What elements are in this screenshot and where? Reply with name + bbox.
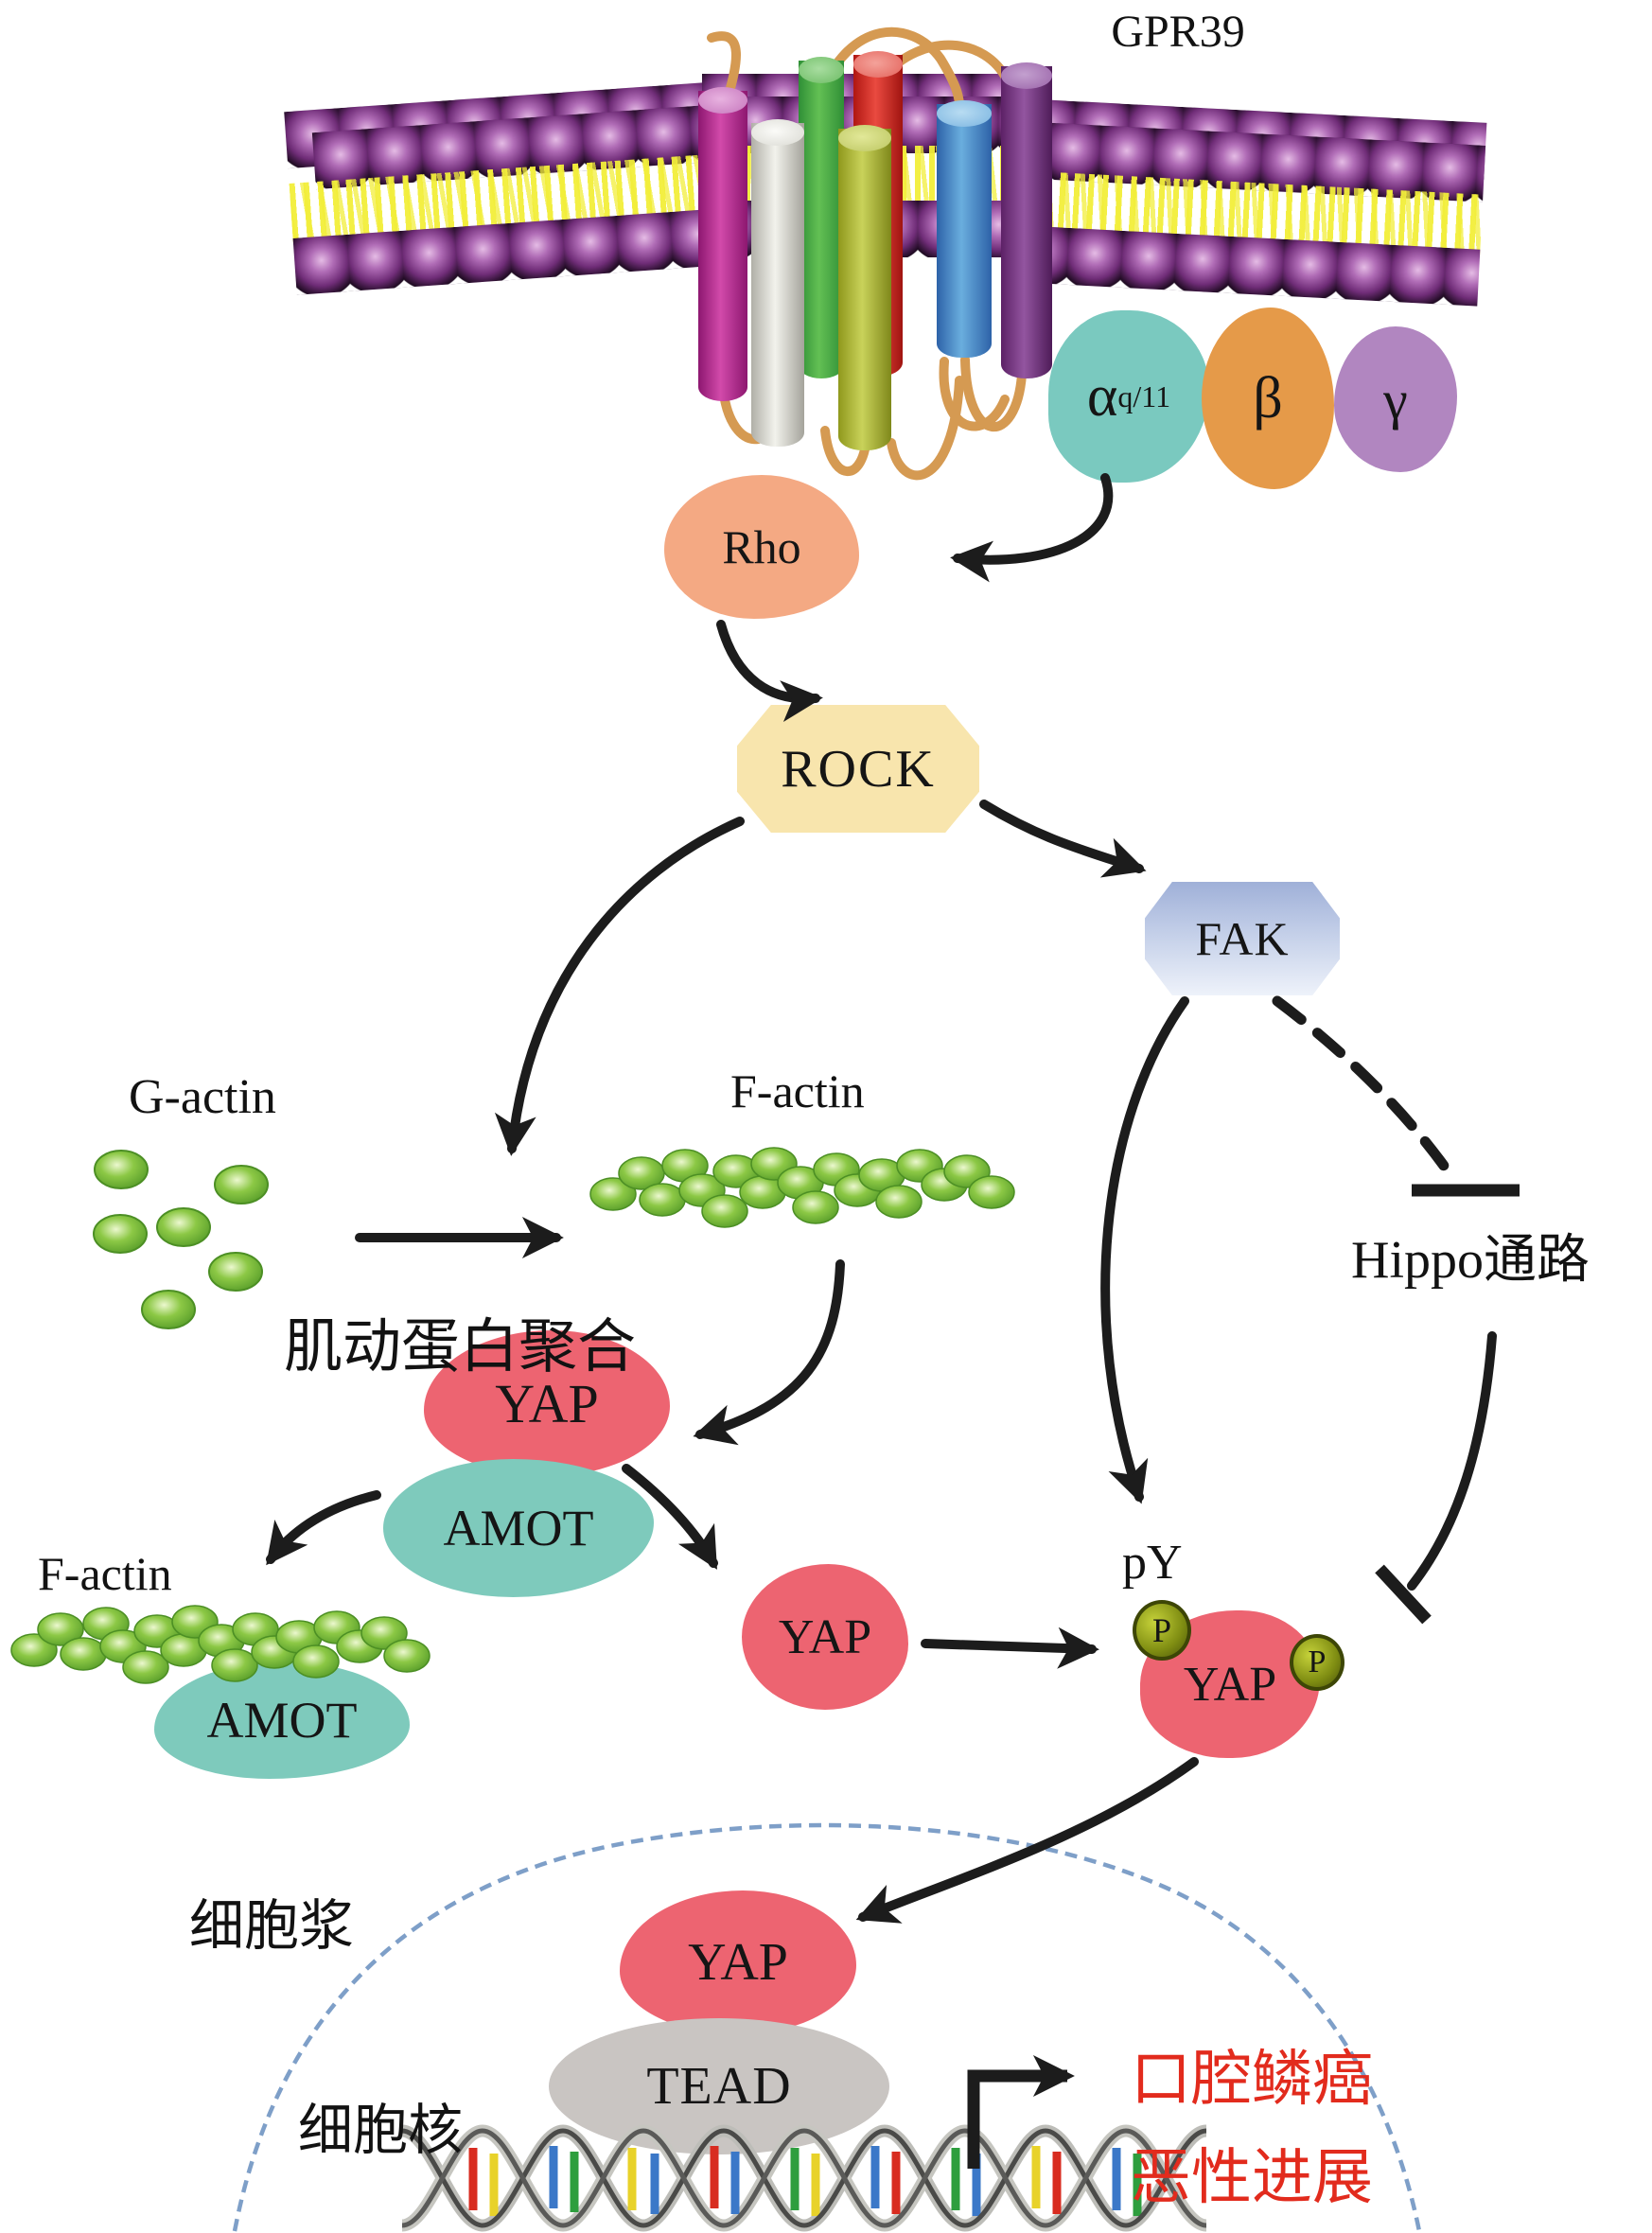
node-yap-nuclear: YAP xyxy=(620,1890,856,2034)
arrow-fak-to-py xyxy=(1100,996,1189,1504)
g-actin-label: G-actin xyxy=(129,1069,276,1125)
inhibit-hippo-to-pyyap xyxy=(1407,1331,1497,1591)
arrow-yapfree-to-pyyap xyxy=(921,1626,1099,1669)
g-protein-gamma: γ xyxy=(1334,326,1457,472)
node-amot-upper: AMOT xyxy=(383,1459,654,1597)
actin-polymerization-label: 肌动蛋白聚合 xyxy=(284,1298,636,1383)
cytoplasm-text: 细胞浆 xyxy=(189,1895,355,1957)
node-fak: FAK xyxy=(1145,882,1340,995)
gamma-label: γ xyxy=(1383,368,1408,431)
helix-magenta-icon xyxy=(698,87,747,401)
node-tead: TEAD xyxy=(549,2018,889,2154)
phospho-badge-label: P xyxy=(1151,1611,1172,1649)
inhibit-fak-to-hippo xyxy=(1272,995,1450,1171)
receptor-title-label: GPR39 xyxy=(1111,7,1245,57)
membrane-right-segment xyxy=(1011,98,1487,307)
transcription-arrow xyxy=(967,2055,1075,2169)
helix-purple-icon xyxy=(1001,62,1052,378)
outcome-text: 口腔鳞癌 恶性进展 xyxy=(1115,2031,1389,2226)
yap-nuclear-label: YAP xyxy=(688,1933,788,1992)
outcome-line2: 恶性进展 xyxy=(1131,2143,1373,2211)
yap-free-label: YAP xyxy=(778,1609,872,1664)
nucleus-label: 细胞核 xyxy=(298,2085,463,2165)
yap-upper-label: YAP xyxy=(495,1372,599,1434)
rho-label: Rho xyxy=(722,520,801,573)
node-amot-lower: AMOT xyxy=(154,1662,410,1779)
beta-label: β xyxy=(1253,365,1283,431)
g-actin-text: G-actin xyxy=(129,1070,276,1124)
py-label: pY xyxy=(1122,1535,1183,1591)
arrow-pyyap-to-nucleus xyxy=(855,1757,1199,1924)
alpha-sub-label: q/11 xyxy=(1117,378,1171,413)
f-actin-upper-label: F-actin xyxy=(730,1064,865,1118)
yap-phospho-label: YAP xyxy=(1183,1657,1277,1712)
node-yap-upper: YAP xyxy=(424,1330,670,1476)
helix-silver-icon xyxy=(751,119,804,447)
actin-polymerization-text: 肌动蛋白聚合 xyxy=(284,1315,637,1380)
arrow-amot-to-factin2 xyxy=(266,1490,381,1566)
helix-green-icon xyxy=(799,57,844,378)
receptor-title: GPR39 xyxy=(1064,6,1292,58)
f-actin-upper-text: F-actin xyxy=(730,1064,865,1117)
amot-upper-label: AMOT xyxy=(443,1500,594,1556)
py-text: pY xyxy=(1122,1536,1183,1590)
phospho-badge-icon: P xyxy=(1133,1600,1191,1661)
arrow-rock-to-fak xyxy=(979,800,1147,878)
cytoplasm-label: 细胞浆 xyxy=(189,1881,354,1960)
hippo-pathway-text: Hippo通路 xyxy=(1351,1231,1590,1290)
node-rock: ROCK xyxy=(737,705,979,833)
g-protein-beta: β xyxy=(1202,308,1334,489)
hippo-pathway-label: Hippo通路 xyxy=(1351,1217,1590,1293)
amot-lower-label: AMOT xyxy=(206,1692,358,1749)
arrow-alpha-to-rho xyxy=(950,473,1114,583)
rock-label: ROCK xyxy=(781,739,936,799)
node-yap-free: YAP xyxy=(742,1564,908,1710)
outcome-line1: 口腔鳞癌 xyxy=(1131,2046,1373,2113)
alpha-label: α xyxy=(1086,363,1118,429)
helix-olive-icon xyxy=(838,125,891,450)
f-actin-lower-label: F-actin xyxy=(38,1546,172,1601)
membrane-left-segment xyxy=(284,82,717,295)
arrow-rock-to-actin xyxy=(494,817,745,1156)
arrow-rho-to-rock xyxy=(716,620,823,722)
phospho-badge-icon: P xyxy=(1290,1634,1344,1691)
phospho-badge-label: P xyxy=(1308,1644,1327,1679)
nucleus-text: 细胞核 xyxy=(298,2100,464,2161)
f-actin-lower-text: F-actin xyxy=(38,1547,172,1600)
f-actin-upper-icon xyxy=(589,1147,1015,1228)
fak-label: FAK xyxy=(1195,912,1290,965)
helix-blue-icon xyxy=(937,100,992,358)
inhibit-hippo-tbar-icon xyxy=(1375,1564,1432,1625)
g-actin-monomers-icon xyxy=(93,1150,269,1329)
arrow-factin-to-yap xyxy=(693,1259,845,1446)
node-rho: Rho xyxy=(664,475,859,619)
tead-label: TEAD xyxy=(646,2057,792,2116)
